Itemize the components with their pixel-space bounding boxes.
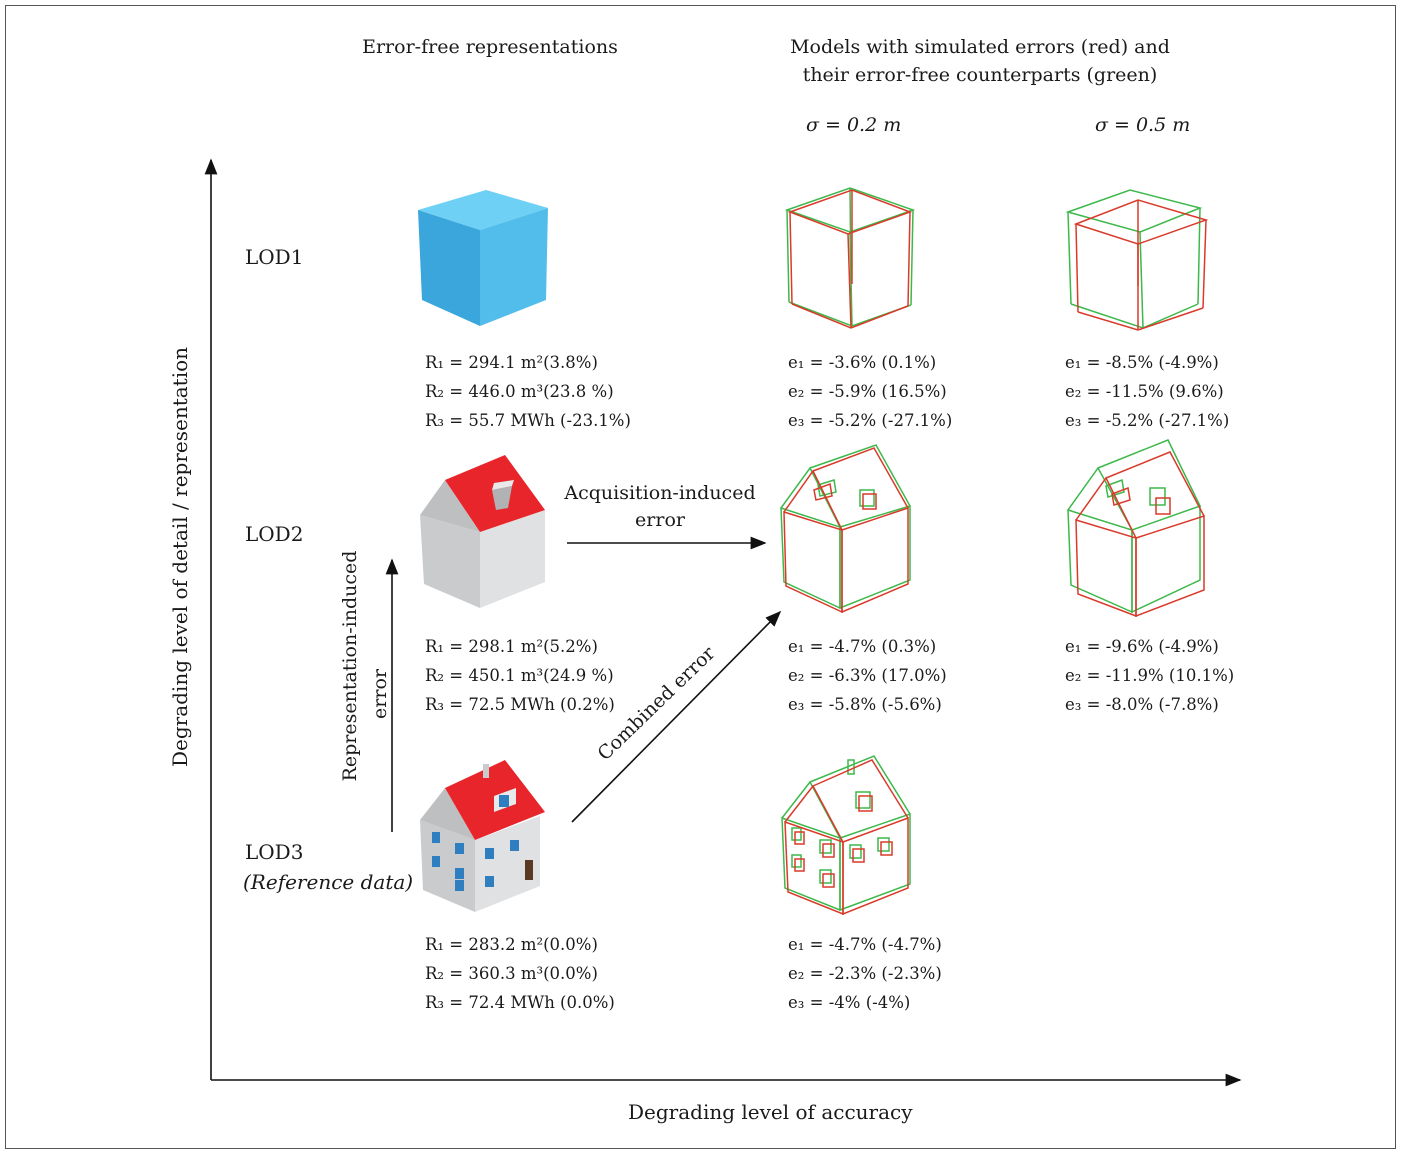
x-axis-label: Degrading level of accuracy bbox=[628, 1100, 913, 1124]
stat-line: e₃ = -5.8% (-5.6%) bbox=[788, 695, 942, 714]
axes bbox=[204, 158, 1242, 1087]
figure-frame bbox=[5, 5, 1396, 1149]
lod2-label: LOD2 bbox=[245, 522, 304, 546]
stat-line: R₂ = 360.3 m³(0.0%) bbox=[425, 964, 598, 983]
stat-line: e₃ = -4% (-4%) bbox=[788, 993, 911, 1012]
stat-line: e₃ = -5.2% (-27.1%) bbox=[788, 411, 953, 430]
stat-line: e₃ = -8.0% (-7.8%) bbox=[1065, 695, 1219, 714]
stat-line: e₂ = -11.5% (9.6%) bbox=[1065, 382, 1224, 401]
stat-line: e₁ = -8.5% (-4.9%) bbox=[1065, 353, 1219, 372]
header-simulated-line1: Models with simulated errors (red) and bbox=[790, 36, 1170, 58]
stats-lod1-sigma05: e₁ = -8.5% (-4.9%) e₂ = -11.5% (9.6%) e₃… bbox=[1065, 348, 1229, 435]
stat-line: R₃ = 72.5 MWh (0.2%) bbox=[425, 695, 615, 714]
stats-lod3-reference: R₁ = 283.2 m²(0.0%) R₂ = 360.3 m³(0.0%) … bbox=[425, 930, 615, 1017]
error-cube bbox=[1073, 199, 1209, 331]
header-error-free: Error-free representations bbox=[362, 36, 618, 58]
stat-line: e₁ = -3.6% (0.1%) bbox=[788, 353, 937, 372]
truth-house bbox=[781, 755, 911, 912]
lod2-wireframe-sigma05 bbox=[1067, 439, 1205, 618]
stat-line: R₃ = 55.7 MWh (-23.1%) bbox=[425, 411, 631, 430]
acquisition-label-line1: Acquisition-induced bbox=[564, 482, 756, 504]
stat-line: e₂ = -2.3% (-2.3%) bbox=[788, 964, 942, 983]
stats-lod2-sigma02: e₁ = -4.7% (0.3%) e₂ = -6.3% (17.0%) e₃ … bbox=[788, 632, 947, 719]
stat-line: e₂ = -11.9% (10.1%) bbox=[1065, 666, 1235, 685]
lod1-cube-icon bbox=[418, 190, 548, 326]
lod1-wireframe-sigma02 bbox=[784, 187, 916, 329]
sigma-05-label: σ = 0.5 m bbox=[1095, 114, 1191, 136]
lod2-wireframe-sigma02 bbox=[780, 444, 911, 614]
lod3-house-icon bbox=[420, 760, 545, 912]
truth-cube bbox=[1065, 189, 1203, 329]
stats-lod1-reference: R₁ = 294.1 m²(3.8%) R₂ = 446.0 m³(23.8 %… bbox=[425, 348, 631, 435]
lod3-note: (Reference data) bbox=[243, 870, 414, 894]
stats-lod1-sigma02: e₁ = -3.6% (0.1%) e₂ = -5.9% (16.5%) e₃ … bbox=[788, 348, 952, 435]
stats-lod2-reference: R₁ = 298.1 m²(5.2%) R₂ = 450.1 m³(24.9 %… bbox=[425, 632, 615, 719]
lod1-label: LOD1 bbox=[245, 245, 304, 269]
stat-line: e₂ = -6.3% (17.0%) bbox=[788, 666, 947, 685]
stats-lod3-sigma02: e₁ = -4.7% (-4.7%) e₂ = -2.3% (-2.3%) e₃… bbox=[788, 930, 942, 1017]
lod3-wireframe-sigma02 bbox=[781, 755, 911, 916]
combined-error-arrow bbox=[571, 610, 782, 823]
lod2-house-icon bbox=[420, 455, 545, 608]
stat-line: R₁ = 298.1 m²(5.2%) bbox=[425, 637, 598, 656]
lod1-wireframe-sigma05 bbox=[1065, 189, 1209, 331]
error-house bbox=[783, 447, 909, 614]
stat-line: e₃ = -5.2% (-27.1%) bbox=[1065, 411, 1230, 430]
error-house bbox=[784, 759, 909, 916]
error-cube bbox=[787, 189, 913, 329]
stat-line: R₁ = 294.1 m²(3.8%) bbox=[425, 353, 598, 372]
truth-house bbox=[780, 444, 911, 610]
lod3-label: LOD3 bbox=[245, 840, 304, 864]
stats-lod2-sigma05: e₁ = -9.6% (-4.9%) e₂ = -11.9% (10.1%) e… bbox=[1065, 632, 1234, 719]
stat-line: R₂ = 450.1 m³(24.9 %) bbox=[425, 666, 614, 685]
truth-house bbox=[1067, 439, 1201, 614]
stat-line: e₁ = -9.6% (-4.9%) bbox=[1065, 637, 1219, 656]
stat-line: e₂ = -5.9% (16.5%) bbox=[788, 382, 947, 401]
acquisition-label-line2: error bbox=[635, 509, 685, 531]
stat-line: R₃ = 72.4 MWh (0.0%) bbox=[425, 993, 615, 1012]
stat-line: R₂ = 446.0 m³(23.8 %) bbox=[425, 382, 614, 401]
stat-line: e₁ = -4.7% (-4.7%) bbox=[788, 935, 942, 954]
header-simulated-line2: their error-free counterparts (green) bbox=[802, 64, 1158, 86]
stat-line: e₁ = -4.7% (0.3%) bbox=[788, 637, 937, 656]
stat-line: R₁ = 283.2 m²(0.0%) bbox=[425, 935, 598, 954]
error-house bbox=[1075, 451, 1205, 618]
sigma-02-label: σ = 0.2 m bbox=[806, 114, 902, 136]
